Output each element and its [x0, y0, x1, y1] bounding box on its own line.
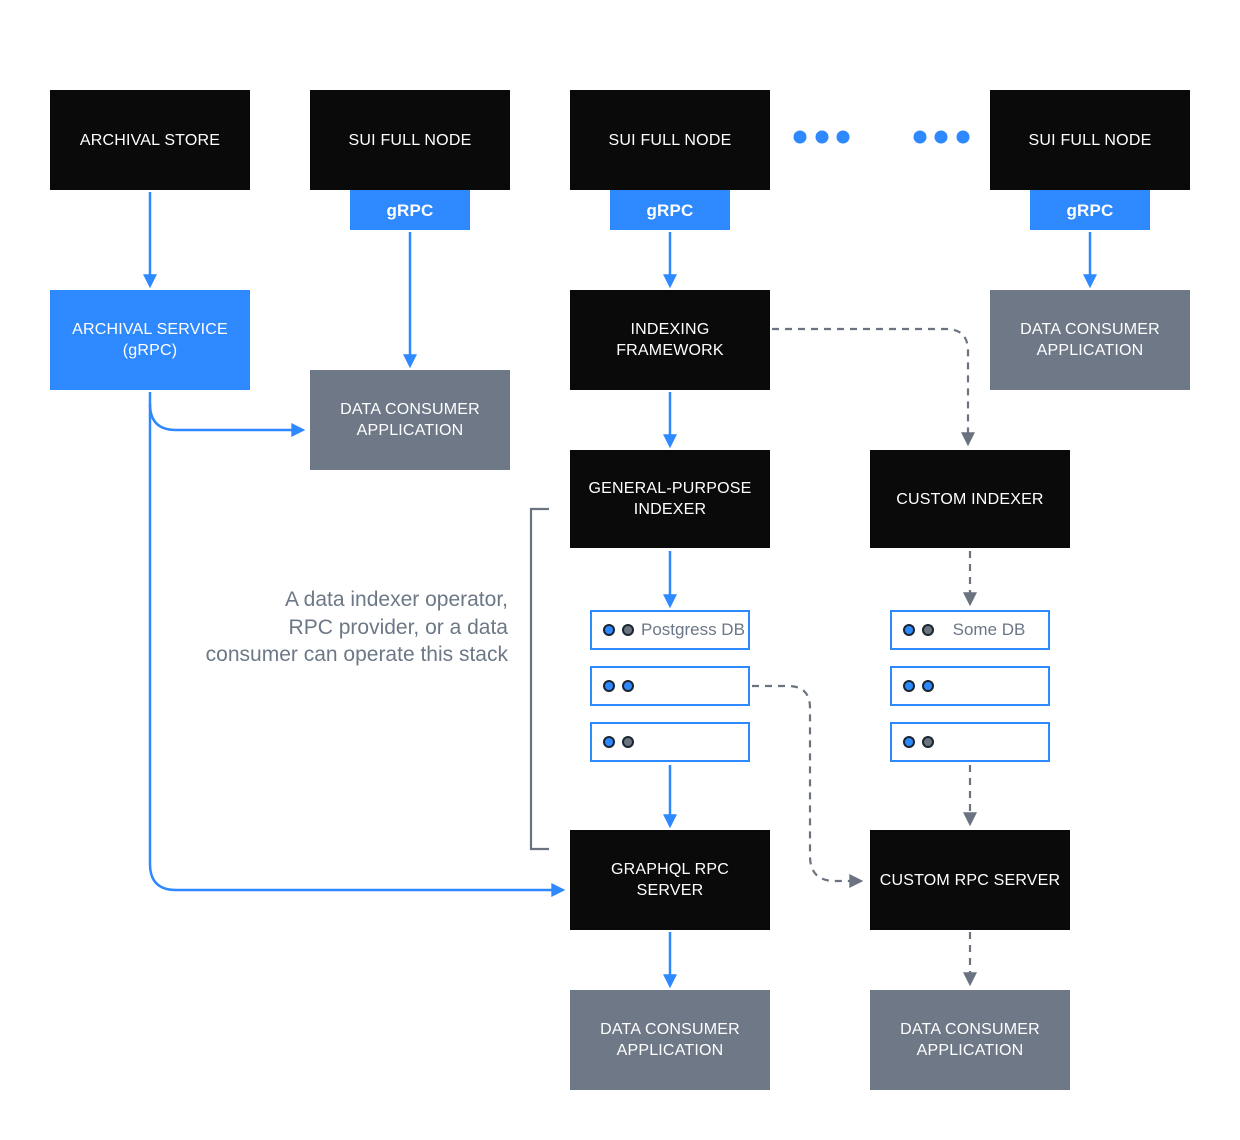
stack-annotation: A data indexer operator, RPC provider, o… [178, 586, 508, 669]
db-dot-blue-icon [922, 680, 934, 692]
node-data-consumer-application-3: DATA CONSUMER APPLICATION [570, 990, 770, 1090]
node-label: DATA CONSUMER APPLICATION [600, 1021, 740, 1059]
node-label: DATA CONSUMER APPLICATION [900, 1021, 1040, 1059]
node-general-purpose-indexer: GENERAL-PURPOSE INDEXER [570, 450, 770, 548]
node-label: INDEXING FRAMEWORK [616, 321, 724, 359]
db-dot-gray-icon [622, 624, 634, 636]
db-dot-blue-icon [622, 680, 634, 692]
node-label: CUSTOM INDEXER [896, 490, 1044, 508]
node-label: GENERAL-PURPOSE INDEXER [588, 480, 752, 518]
db-label: Some DB [952, 620, 1026, 639]
grpc-tab-1: gRPC [350, 190, 470, 230]
db-dot-blue-icon [603, 624, 615, 636]
grpc-tab-2: gRPC [610, 190, 730, 230]
node-label: SUI FULL NODE [1028, 131, 1152, 149]
dashed-arrow-postgres-db-to-custom-rpc-server [752, 684, 864, 888]
node-graphql-rpc-server: GRAPHQL RPC SERVER [570, 830, 770, 930]
db-label: Postgress DB [641, 620, 745, 639]
node-custom-indexer: CUSTOM INDEXER [870, 450, 1070, 548]
node-sui-full-node-2: SUI FULL NODE [570, 90, 770, 190]
node-label: GRAPHQL RPC SERVER [610, 861, 730, 899]
annotation-line: RPC provider, or a data [288, 615, 508, 639]
db-dot-gray-icon [922, 736, 934, 748]
ellipsis-dots-right-icon [913, 130, 970, 144]
node-label: DATA CONSUMER APPLICATION [340, 401, 480, 439]
ellipsis-dots-left-icon [793, 130, 850, 144]
grpc-label: gRPC [646, 200, 694, 220]
node-label: CUSTOM RPC SERVER [879, 871, 1061, 889]
grpc-label: gRPC [386, 200, 434, 220]
db-row [590, 722, 750, 762]
node-archival-store: ARCHIVAL STORE [50, 90, 250, 190]
db-dot-blue-icon [603, 736, 615, 748]
db-dot-blue-icon [603, 680, 615, 692]
grpc-label: gRPC [1066, 200, 1114, 220]
db-row [890, 722, 1050, 762]
grpc-tab-3: gRPC [1030, 190, 1150, 230]
db-row [590, 666, 750, 706]
db-row [890, 666, 1050, 706]
node-custom-rpc-server: CUSTOM RPC SERVER [870, 830, 1070, 930]
annotation-line: A data indexer operator, [285, 588, 508, 611]
node-sui-full-node-3: SUI FULL NODE [990, 90, 1190, 190]
node-label: SUI FULL NODE [348, 131, 472, 149]
dashed-arrow-indexing-framework-to-custom-indexer [772, 327, 975, 447]
stack-bracket [529, 507, 549, 851]
db-dot-blue-icon [903, 624, 915, 636]
node-label: ARCHIVAL SERVICE (gRPC) [72, 321, 228, 359]
node-data-consumer-application-4: DATA CONSUMER APPLICATION [870, 990, 1070, 1090]
db-dot-blue-icon [903, 680, 915, 692]
db-row-some-db: Some DB [890, 610, 1050, 650]
db-dot-gray-icon [922, 624, 934, 636]
node-sui-full-node-1: SUI FULL NODE [310, 90, 510, 190]
arrow-archival-service-to-graphql-rpc-server [148, 392, 566, 897]
node-label: DATA CONSUMER APPLICATION [1020, 321, 1160, 359]
node-archival-service: ARCHIVAL SERVICE (gRPC) [50, 290, 250, 390]
db-row-postgres: Postgress DB [590, 610, 750, 650]
node-label: ARCHIVAL STORE [79, 131, 221, 149]
arrow-archival-service-to-data-consumer [148, 403, 306, 437]
node-indexing-framework: INDEXING FRAMEWORK [570, 290, 770, 390]
annotation-line: consumer can operate this stack [205, 643, 508, 666]
node-label: SUI FULL NODE [608, 131, 732, 149]
db-dot-gray-icon [622, 736, 634, 748]
db-dot-blue-icon [903, 736, 915, 748]
node-data-consumer-application-2: DATA CONSUMER APPLICATION [990, 290, 1190, 390]
node-data-consumer-application-1: DATA CONSUMER APPLICATION [310, 370, 510, 470]
